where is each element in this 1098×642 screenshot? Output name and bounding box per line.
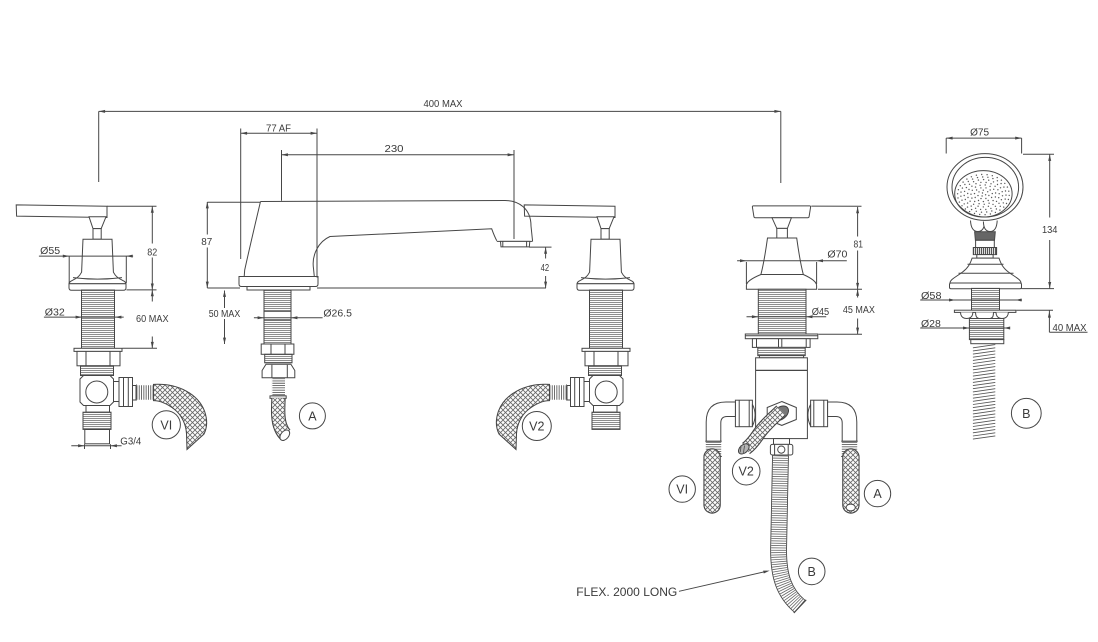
svg-text:G3/4: G3/4 (120, 437, 141, 448)
svg-text:400 MAX: 400 MAX (424, 99, 463, 110)
svg-text:Ø70: Ø70 (827, 250, 847, 261)
svg-text:Ø26.5: Ø26.5 (323, 309, 352, 320)
svg-text:B: B (1022, 407, 1030, 421)
svg-text:Ø55: Ø55 (40, 246, 60, 257)
svg-text:42: 42 (541, 263, 550, 274)
svg-text:B: B (808, 565, 816, 579)
svg-text:VI: VI (160, 418, 172, 432)
svg-text:V2: V2 (529, 420, 544, 434)
svg-text:Ø32: Ø32 (45, 307, 65, 318)
svg-text:45 MAX: 45 MAX (843, 305, 875, 316)
svg-text:77 AF: 77 AF (266, 123, 291, 134)
svg-text:134: 134 (1042, 225, 1058, 236)
svg-text:Ø28: Ø28 (921, 319, 941, 330)
svg-text:A: A (873, 487, 882, 501)
svg-text:A: A (308, 409, 317, 423)
svg-text:VI: VI (676, 483, 688, 497)
svg-text:Ø58: Ø58 (921, 291, 942, 302)
svg-text:40 MAX: 40 MAX (1053, 323, 1087, 334)
svg-text:Ø75: Ø75 (970, 127, 989, 138)
svg-text:87: 87 (201, 237, 212, 248)
svg-text:82: 82 (147, 247, 157, 258)
svg-text:V2: V2 (739, 465, 754, 479)
svg-text:FLEX. 2000 LONG: FLEX. 2000 LONG (576, 585, 677, 599)
svg-text:50 MAX: 50 MAX (209, 309, 241, 320)
svg-text:60 MAX: 60 MAX (136, 314, 169, 325)
svg-text:230: 230 (385, 144, 404, 155)
svg-text:Ø45: Ø45 (812, 307, 830, 318)
svg-text:81: 81 (854, 239, 864, 250)
